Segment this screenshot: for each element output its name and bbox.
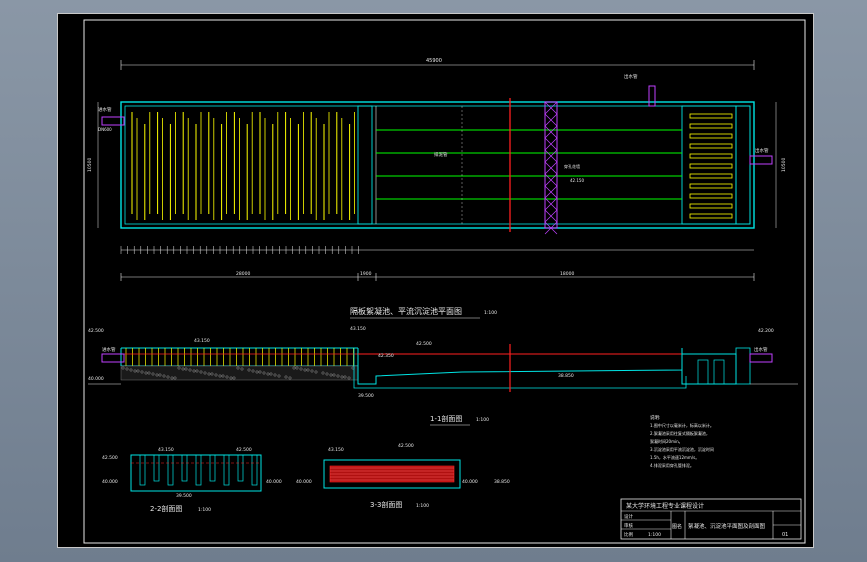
tb-scale-value: 1:100 (648, 532, 661, 538)
design-notes: 说明: 1.图中尺寸以毫米计，标高以米计。 2.絮凝池采用往复式隔板絮凝池， 絮… (650, 414, 714, 468)
plan-title: 隔板絮凝池、平流沉淀池平面图 (350, 306, 462, 316)
s11-elev-right: 42.200 (758, 328, 774, 334)
title-block: 某大学环境工程专业课程设计 设计 审核 比例 1:100 图名 絮凝池、沉淀池平… (620, 498, 802, 540)
label-perforated-wall: 穿孔花墙 (564, 163, 580, 169)
outlet-weirs (689, 113, 733, 219)
notes-line-6: 4.排泥采用穿孔管排泥。 (650, 462, 694, 468)
section-1-1: 进水管 出水管 42.500 43.150 43.150 42.350 42.5… (88, 326, 798, 426)
tb-row-design: 设计 (624, 513, 633, 520)
notes-line-2: 2.絮凝池采用往复式隔板絮凝池， (650, 430, 710, 436)
tb-school: 某大学环境工程专业课程设计 (626, 502, 704, 510)
notes-line-4: 3.沉淀池采用平流沉淀池，沉淀时间 (650, 446, 714, 452)
s11-scale: 1:100 (476, 417, 489, 423)
dim-gap: 1900 (360, 271, 372, 277)
plan-distribution-channel (357, 105, 373, 225)
s33-elev-ground-2: 40.000 (462, 479, 478, 485)
s33-elev-bottom: 38.850 (494, 479, 510, 485)
s11-title: 1-1剖面图 (430, 414, 462, 423)
notes-line-5: 1.5h，水平流速12mm/s。 (650, 454, 699, 460)
outlet-pipe (749, 155, 773, 165)
label-outlet-top: 出水管 (624, 73, 638, 80)
inlet-pipe (101, 116, 125, 126)
s11-elev-bottom: 38.850 (558, 373, 574, 379)
plan-scale: 1:100 (484, 310, 497, 316)
s11-elev-water-mid: 42.500 (416, 341, 432, 347)
drawing-sheet: 45900 排泥管 穿孔花墙 42.150 进水管 DN600 (57, 13, 814, 548)
s22-elev-ground: 40.000 (102, 479, 118, 485)
plan-tank-outline (120, 101, 755, 229)
dim-width-left: 10500 (87, 158, 93, 172)
dim-left: 28000 (236, 271, 250, 277)
s11-elev-mid: 42.350 (378, 353, 394, 359)
tb-sheet-no: 01 (782, 532, 788, 538)
plan-view: 45900 排泥管 穿孔花墙 42.150 进水管 DN600 (87, 58, 787, 319)
s11-label-inlet: 进水管 (102, 346, 116, 353)
label-outlet-right: 出水管 (755, 147, 769, 154)
section-3-3: 43.150 42.500 40.000 40.000 38.850 3-3剖面… (296, 443, 510, 509)
label-sludge-pipe: 排泥管 (434, 151, 448, 158)
tb-label-figure: 图名 (672, 523, 682, 530)
s33-elev-top: 43.150 (328, 447, 344, 453)
s11-elev-top-2: 43.150 (350, 326, 366, 332)
tb-row-check: 审核 (624, 522, 633, 529)
tb-row-scale: 比例 (624, 531, 633, 538)
flocculation-baffles (131, 112, 356, 220)
label-inlet: 进水管 (98, 106, 112, 113)
notes-line-1: 1.图中尺寸以毫米计，标高以米计。 (650, 422, 714, 428)
s22-scale: 1:100 (198, 507, 211, 513)
notes-heading: 说明: (650, 414, 661, 421)
s33-elev-water: 42.500 (398, 443, 414, 449)
s22-elev-bottom: 39.500 (176, 493, 192, 499)
notes-line-3: 絮凝时间20min。 (650, 438, 683, 444)
s11-label-outlet: 出水管 (754, 346, 768, 353)
label-elev: 42.150 (570, 178, 584, 183)
s22-elev-ground-2: 40.000 (266, 479, 282, 485)
s22-elev-water: 42.500 (102, 455, 118, 461)
s11-elev-sludge: 39.500 (358, 393, 374, 399)
label-inlet-size: DN600 (98, 127, 112, 132)
gravel-foundation (120, 365, 359, 381)
dim-right: 18000 (560, 271, 574, 277)
s33-elev-ground: 40.000 (296, 479, 312, 485)
perforated-wall (544, 101, 558, 229)
section-2-2: 43.150 42.500 42.500 40.000 40.000 39.50… (102, 447, 282, 513)
s11-elev-water-left: 42.500 (88, 328, 104, 334)
dim-width-right: 10500 (781, 158, 787, 172)
s22-elev-water-2: 42.500 (236, 447, 252, 453)
s22-title: 2-2剖面图 (150, 504, 182, 513)
drawing-frame (83, 19, 806, 544)
s11-elev-ground: 40.000 (88, 376, 104, 382)
cad-drawing: 45900 排泥管 穿孔花墙 42.150 进水管 DN600 (83, 19, 806, 544)
s22-elev-top: 43.150 (158, 447, 174, 453)
s33-title: 3-3剖面图 (370, 500, 402, 509)
dim-total: 45900 (426, 58, 442, 64)
s11-elev-top: 43.150 (194, 338, 210, 344)
s33-scale: 1:100 (416, 503, 429, 509)
tb-drawing-name: 絮凝池、沉淀池平面图及剖面图 (688, 522, 766, 530)
